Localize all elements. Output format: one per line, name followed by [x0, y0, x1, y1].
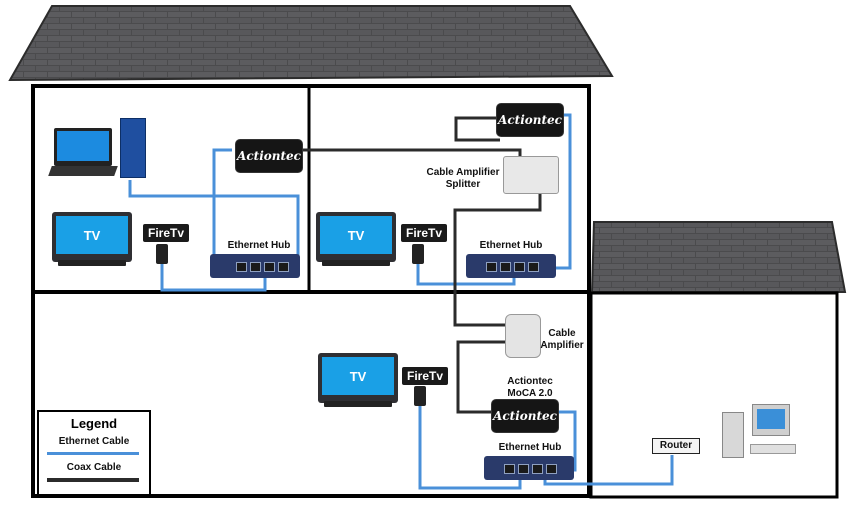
ethernet-hub-room1 — [210, 254, 300, 278]
cable-splitter-icon — [503, 156, 559, 194]
cable-amplifier-label: Cable Amplifier — [540, 328, 584, 351]
main-roof — [8, 5, 614, 82]
ethernet-hub-label-ground: Ethernet Hub — [498, 442, 562, 453]
ethernet-hub-room2 — [466, 254, 556, 278]
actiontec-moca-label: Actiontec MoCA 2.0 — [507, 376, 553, 399]
firetv-room1: FireTv — [143, 224, 190, 242]
firetv-ground: FireTv — [402, 367, 449, 385]
keyboard — [750, 444, 796, 454]
garage-wall — [589, 291, 839, 499]
firetv-stick-icon — [412, 244, 424, 264]
router: Router — [652, 438, 700, 454]
cable-amplifier-splitter-label: Cable Amplifier Splitter — [426, 167, 500, 190]
legend-ethernet-label: Ethernet Cable — [58, 436, 130, 447]
desktop-tower — [722, 412, 744, 458]
garage-computer — [722, 404, 798, 460]
tv-screen: TV — [320, 216, 392, 254]
ethernet-hub-label-room2: Ethernet Hub — [479, 240, 543, 251]
firetv-stick-icon — [414, 386, 426, 406]
garage-roof — [590, 221, 847, 293]
laptop-screen — [54, 128, 112, 166]
legend-ethernet-swatch — [47, 452, 139, 455]
desktop-tower — [120, 118, 146, 178]
legend: Legend Ethernet Cable Coax Cable — [37, 410, 151, 496]
computer — [48, 118, 146, 180]
tv-screen: TV — [322, 357, 394, 395]
tv-room1: TV — [52, 212, 132, 266]
actiontec-adapter-room2: Actiontec — [497, 104, 563, 136]
legend-coax-label: Coax Cable — [66, 462, 122, 473]
actiontec-adapter-room1: Actiontec — [236, 140, 302, 172]
cable-amplifier-icon — [505, 314, 541, 358]
actiontec-adapter-ground: Actiontec — [492, 400, 558, 432]
ethernet-hub-label-room1: Ethernet Hub — [227, 240, 291, 251]
firetv-room2: FireTv — [401, 224, 448, 242]
monitor — [752, 404, 790, 436]
tv-screen: TV — [56, 216, 128, 254]
ethernet-hub-ground — [484, 456, 574, 480]
legend-coax-swatch — [47, 478, 139, 482]
tv-room2: TV — [316, 212, 396, 266]
legend-title: Legend — [70, 416, 118, 431]
firetv-stick-icon — [156, 244, 168, 264]
tv-ground: TV — [318, 353, 398, 407]
laptop-keyboard — [48, 166, 118, 176]
